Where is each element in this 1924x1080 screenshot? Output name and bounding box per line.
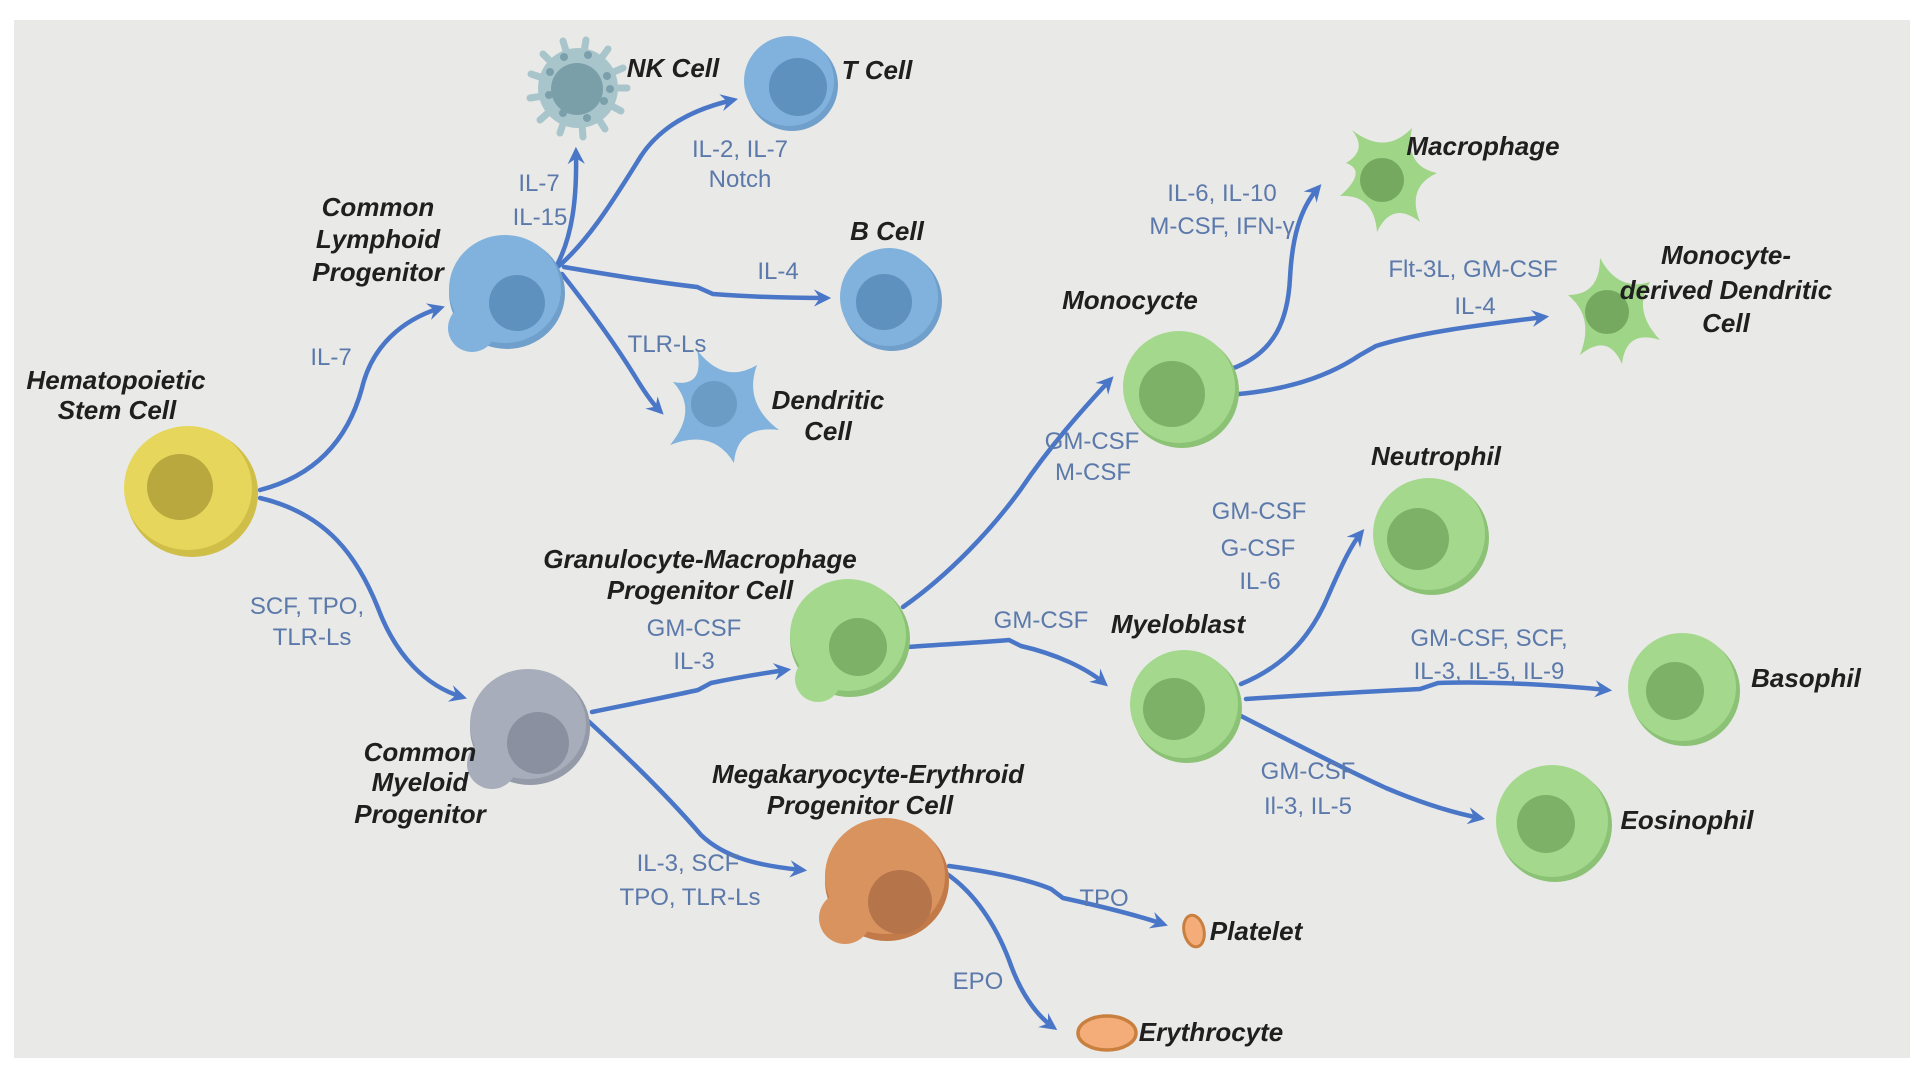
arrow-gmp-to-monocyte [900, 376, 1114, 610]
erythrocyte-label: Erythrocyte [1139, 1017, 1284, 1047]
myeloblast-label: Myeloblast [1111, 609, 1247, 639]
dendritic-label-line: Dendritic [772, 385, 885, 415]
clp-label-line: Common [322, 192, 435, 222]
macrophage-cell [1340, 128, 1437, 232]
nk-label: NK Cell [627, 53, 720, 83]
factor-clp-t-line: IL-2, IL-7 [692, 136, 788, 163]
platelet-label: Platelet [1210, 916, 1304, 946]
hsc-cell [124, 426, 258, 557]
arrow-clp-to-b [561, 264, 832, 307]
arrow-mep-to-platelet [946, 863, 1168, 929]
factor-mep-platelet: TPO [1079, 885, 1128, 912]
factor-myeloblast-neutrophil-line: G-CSF [1221, 535, 1296, 562]
arrow-monocyte-to-mddc [1236, 309, 1550, 397]
basophil-cell [1628, 633, 1740, 746]
factor-myeloblast-eosinophil-line: GM-CSF [1261, 758, 1356, 785]
factor-clp-nk-line: IL-15 [513, 204, 568, 231]
gmp-cell [790, 579, 910, 702]
factor-clp-b: IL-4 [757, 258, 798, 285]
factor-myeloblast-eosinophil-line: Il-3, IL-5 [1264, 793, 1352, 820]
arrow-cmp-to-gmp [589, 663, 792, 715]
factor-monocyte-mddc-line: IL-4 [1454, 293, 1495, 320]
macrophage-label: Macrophage [1406, 131, 1559, 161]
factor-cmp-mep-line: IL-3, SCF [637, 850, 740, 877]
arrow-clp-to-dendritic [559, 271, 664, 415]
factor-cmp-gmp-line: GM-CSF [647, 615, 742, 642]
gmp-label-line: Progenitor Cell [607, 575, 794, 605]
mep-label-line: Megakaryocyte-Erythroid [712, 759, 1025, 789]
arrow-hsc-to-cmp [257, 495, 467, 702]
t-label: T Cell [842, 55, 914, 85]
monocyte-cell [1123, 331, 1239, 448]
clp-label-line: Lymphoid [316, 224, 441, 254]
cell-name-labels: Hematopoietic Stem Cell Common Lymphoid … [26, 53, 1861, 1047]
hsc-label-line: Hematopoietic [26, 365, 206, 395]
mddc-label-line: Cell [1702, 308, 1750, 338]
factor-cmp-gmp-line: IL-3 [673, 648, 714, 675]
arrows [257, 94, 1613, 1030]
dendritic-cell [670, 350, 779, 463]
neutrophil-cell [1373, 478, 1489, 595]
b-cell [840, 248, 942, 351]
eosinophil-cell [1496, 765, 1612, 882]
neutrophil-label: Neutrophil [1371, 441, 1502, 471]
mddc-label-line: derived Dendritic [1620, 275, 1833, 305]
cmp-label-line: Common [364, 737, 477, 767]
erythrocyte-cell [1076, 1014, 1138, 1052]
arrow-mep-to-erythrocyte [941, 869, 1058, 1030]
mep-label-line: Progenitor Cell [767, 790, 954, 820]
factor-clp-nk-line: IL-7 [518, 170, 559, 197]
factor-monocyte-mddc-line: Flt-3L, GM-CSF [1388, 256, 1557, 283]
myeloblast-cell [1130, 650, 1242, 763]
factor-hsc-cmp-line: TLR-Ls [273, 624, 352, 651]
mep-cell [819, 818, 949, 944]
factor-gmp-monocyte-line: GM-CSF [1045, 428, 1140, 455]
factor-hsc-clp: IL-7 [310, 344, 351, 371]
cmp-label-line: Myeloid [372, 767, 470, 797]
factor-myeloblast-basophil-line: IL-3, IL-5, IL-9 [1414, 658, 1565, 685]
factor-clp-t-line: Notch [709, 166, 772, 193]
mddc-cell [1568, 258, 1660, 364]
arrow-clp-to-nk [555, 146, 585, 266]
mddc-label-line: Monocyte- [1661, 240, 1791, 270]
arrow-cmp-to-mep [583, 716, 808, 878]
t-cell [744, 36, 838, 131]
factor-clp-dendritic: TLR-Ls [628, 331, 707, 358]
b-label: B Cell [850, 216, 924, 246]
factor-monocyte-macrophage-line: IL-6, IL-10 [1167, 180, 1276, 207]
factor-myeloblast-neutrophil-line: IL-6 [1239, 568, 1280, 595]
factor-monocyte-macrophage-line: M-CSF, IFN-γ [1149, 213, 1294, 240]
arrow-myeloblast-to-basophil [1243, 680, 1613, 702]
arrow-myeloblast-to-eosinophil [1238, 713, 1486, 825]
nk-granules [545, 51, 614, 122]
diagram-panel [14, 20, 1910, 1058]
basophil-label: Basophil [1751, 663, 1862, 693]
factor-hsc-cmp-line: SCF, TPO, [250, 593, 364, 620]
dendritic-label-line: Cell [804, 416, 852, 446]
clp-label-line: Progenitor [312, 257, 445, 287]
eosinophil-label: Eosinophil [1621, 805, 1755, 835]
arrow-myeloblast-to-neutrophil [1238, 528, 1365, 687]
arrow-monocyte-to-macrophage [1228, 184, 1322, 372]
factor-gmp-monocyte-line: M-CSF [1055, 459, 1131, 486]
arrow-hsc-to-clp [257, 303, 445, 493]
hsc-label-line: Stem Cell [58, 395, 177, 425]
factor-myeloblast-basophil-line: GM-CSF, SCF, [1410, 625, 1567, 652]
factor-labels: IL-7 SCF, TPO, TLR-Ls IL-7 IL-15 IL-2, I… [250, 136, 1568, 995]
factor-myeloblast-neutrophil-line: GM-CSF [1212, 498, 1307, 525]
factor-gmp-myeloblast: GM-CSF [994, 607, 1089, 634]
clp-cell [448, 235, 565, 352]
factor-cmp-mep-line: TPO, TLR-Ls [620, 884, 761, 911]
gmp-label-line: Granulocyte-Macrophage [543, 544, 857, 574]
platelet-cell [1182, 913, 1206, 949]
cmp-label-line: Progenitor [354, 799, 487, 829]
monocyte-label: Monocycte [1062, 285, 1198, 315]
nk-cell [526, 36, 631, 141]
factor-mep-erythrocyte: EPO [953, 968, 1004, 995]
cmp-cell [467, 669, 590, 789]
arrow-gmp-to-myeloblast [904, 637, 1108, 687]
arrow-clp-to-t [551, 94, 739, 273]
